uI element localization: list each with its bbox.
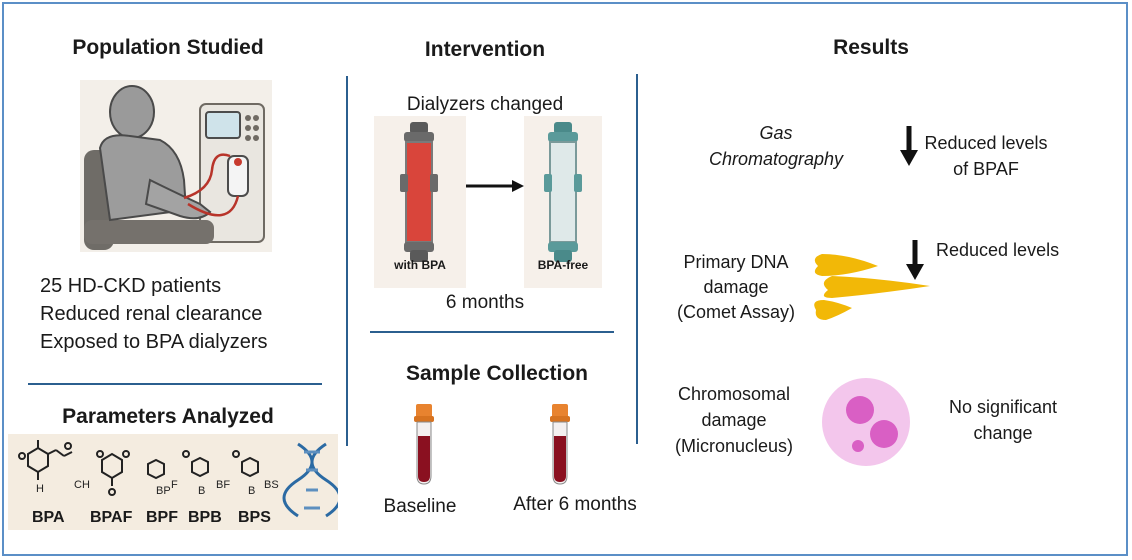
intervention-heading: Intervention <box>424 38 546 61</box>
dna-icon <box>282 442 338 518</box>
gc-result-line-1: Reduced levels <box>924 133 1048 153</box>
sample-baseline-label: Baseline <box>383 496 457 517</box>
gc-label-line-2: Chromatography <box>708 149 844 169</box>
bpa-structure <box>18 440 73 480</box>
population-line-3: Exposed to BPA dialyzers <box>40 331 268 353</box>
dna-down-arrow-icon <box>906 240 924 280</box>
dna-label-line-3: (Comet Assay) <box>676 302 796 322</box>
dialyzer-with-bpa-panel <box>374 116 466 288</box>
bpb-structure <box>182 450 209 478</box>
bps-structure <box>232 450 259 478</box>
chrom-result-line-2: change <box>973 423 1033 443</box>
chrom-label-line-1: Chromosomal <box>677 384 791 404</box>
intervention-duration: 6 months <box>445 292 525 313</box>
chrom-label-line-3: (Micronucleus) <box>674 436 794 456</box>
gc-label: Gas Chromatography <box>706 120 846 172</box>
dna-result: Reduced levels <box>936 240 1060 260</box>
chrom-result: No significant change <box>926 394 1080 446</box>
population-divider <box>28 383 322 385</box>
bps-bs-text: BS <box>264 479 279 491</box>
gc-down-arrow-icon <box>900 126 918 166</box>
compound-label-bps: BPS <box>238 509 271 526</box>
divider-right <box>636 74 638 444</box>
bpa-sub-text: CH <box>74 479 90 491</box>
chrom-result-line-1: No significant <box>948 397 1058 417</box>
dialyzer-bpa-free-label: BPA-free <box>537 258 589 272</box>
population-list: 25 HD-CKD patients Reduced renal clearan… <box>40 272 330 356</box>
dialyzer-bpa-free-panel <box>524 116 602 288</box>
bpf-sub-text: BP <box>156 485 171 497</box>
patient-dialysis-illustration <box>80 80 272 252</box>
bpa-h-text: H <box>36 483 44 495</box>
compound-label-bpb: BPB <box>188 509 222 526</box>
divider-left <box>346 76 348 446</box>
bps-sub-text: B <box>248 485 255 497</box>
chrom-label: Chromosomal damage (Micronucleus) <box>656 381 812 459</box>
bpf-structure <box>147 458 165 480</box>
dialyzer-with-bpa-label: with BPA <box>394 258 446 272</box>
gc-label-line-1: Gas <box>759 123 793 143</box>
results-heading: Results <box>833 36 909 59</box>
gc-result: Reduced levels of BPAF <box>920 130 1052 182</box>
micronucleus-cell-icon <box>822 378 910 466</box>
intervention-caption: Dialyzers changed <box>406 94 564 115</box>
intervention-divider <box>370 331 614 333</box>
population-line-2: Reduced renal clearance <box>40 303 263 325</box>
chrom-label-line-2: damage <box>701 410 767 430</box>
blood-tube-after-icon <box>550 404 570 485</box>
bpb-sub-text: B <box>198 485 205 497</box>
bpaf-structure <box>96 450 130 496</box>
parameters-heading: Parameters Analyzed <box>62 405 274 428</box>
compound-label-bpf: BPF <box>146 509 178 526</box>
compound-label-bpa: BPA <box>32 509 65 526</box>
sample-heading: Sample Collection <box>405 362 589 385</box>
dna-label-line-1: Primary DNA <box>683 252 789 272</box>
compound-structures-panel: H CH BP F B BF B BS <box>8 434 338 530</box>
dna-label: Primary DNA damage (Comet Assay) <box>664 250 808 325</box>
compound-label-bpaf: BPAF <box>90 509 133 526</box>
blood-tube-baseline-icon <box>414 404 434 485</box>
bpb-bf-text: BF <box>216 479 230 491</box>
arrow-right-icon <box>466 180 524 192</box>
gc-result-line-2: of BPAF <box>953 159 1019 179</box>
bpf-f-text: F <box>171 479 178 491</box>
dna-label-line-2: damage <box>703 277 769 297</box>
sample-after-label: After 6 months <box>513 494 637 515</box>
population-line-1: 25 HD-CKD patients <box>40 275 222 297</box>
comet-icon <box>814 254 930 320</box>
population-heading: Population Studied <box>72 36 264 59</box>
